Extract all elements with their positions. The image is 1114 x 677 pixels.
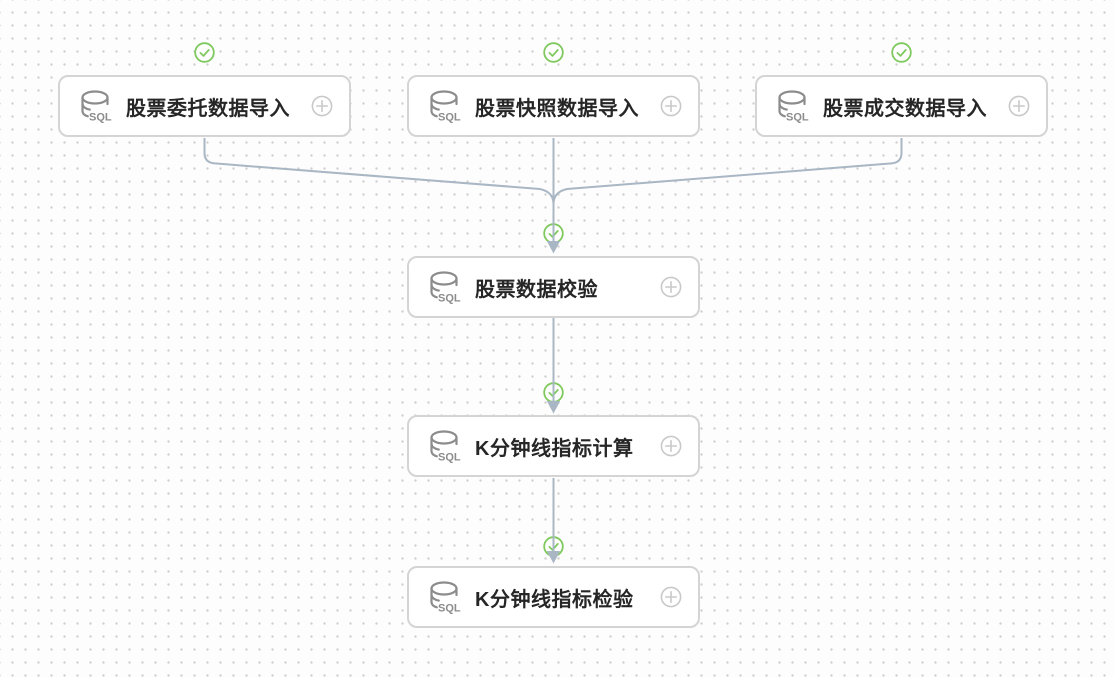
status-success-icon	[543, 381, 564, 403]
status-success-icon	[543, 222, 564, 244]
edge-order-to-validation	[203, 138, 555, 241]
add-downstream-button[interactable]	[660, 276, 682, 298]
edge-trade-to-validation	[552, 138, 903, 241]
status-success-icon	[194, 41, 215, 63]
add-downstream-button[interactable]	[660, 95, 682, 117]
add-downstream-button[interactable]	[311, 95, 333, 117]
plus-icon	[660, 435, 682, 457]
sql-database-icon	[427, 270, 463, 306]
sql-database-icon	[427, 429, 463, 465]
add-downstream-button[interactable]	[660, 435, 682, 457]
status-success-icon	[891, 41, 912, 63]
status-success-icon	[543, 535, 564, 557]
plus-icon	[660, 95, 682, 117]
node-stock-order-import[interactable]: 股票委托数据导入	[58, 75, 351, 137]
plus-icon	[660, 276, 682, 298]
plus-icon	[311, 95, 333, 117]
node-label: 股票快照数据导入	[475, 97, 639, 120]
node-label: 股票委托数据导入	[126, 97, 290, 120]
sql-database-icon	[775, 89, 811, 125]
add-downstream-button[interactable]	[660, 586, 682, 608]
node-label: 股票成交数据导入	[823, 97, 987, 120]
node-k-minute-indicator-verify[interactable]: K分钟线指标检验	[407, 566, 700, 628]
sql-database-icon	[427, 89, 463, 125]
sql-database-icon	[427, 580, 463, 616]
node-stock-snapshot-import[interactable]: 股票快照数据导入	[407, 75, 700, 137]
node-label: 股票数据校验	[475, 278, 598, 301]
plus-icon	[1008, 95, 1030, 117]
node-label: K分钟线指标检验	[475, 588, 634, 611]
node-k-minute-indicator-calc[interactable]: K分钟线指标计算	[407, 415, 700, 477]
node-stock-trade-import[interactable]: 股票成交数据导入	[755, 75, 1048, 137]
node-label: K分钟线指标计算	[475, 437, 634, 460]
node-stock-data-validation[interactable]: 股票数据校验	[407, 256, 700, 318]
status-success-icon	[543, 41, 564, 63]
plus-icon	[660, 586, 682, 608]
add-downstream-button[interactable]	[1008, 95, 1030, 117]
sql-database-icon	[78, 89, 114, 125]
